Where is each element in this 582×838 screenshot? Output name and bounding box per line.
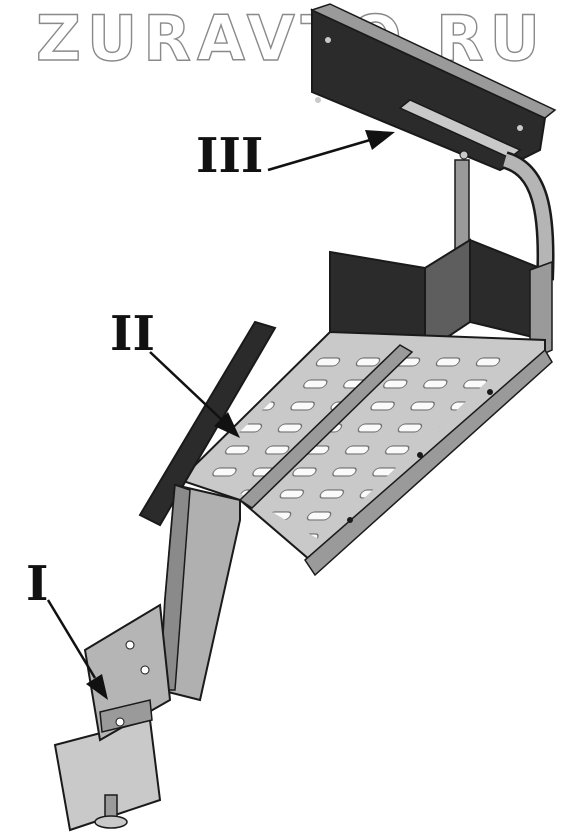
callout-arrow-two [149,351,240,438]
base-bracket [53,603,172,832]
callout-label-one: I [26,556,49,612]
diagonal-dark-strip [138,320,277,527]
callout-label-three: III [196,128,264,184]
callout-label-two: II [110,306,155,362]
callout-arrow-one [46,599,108,700]
vertical-support-leg [158,483,241,702]
callout-arrow-three [267,130,395,172]
rear-wall-panels [329,238,553,362]
perforated-platform [178,330,553,577]
